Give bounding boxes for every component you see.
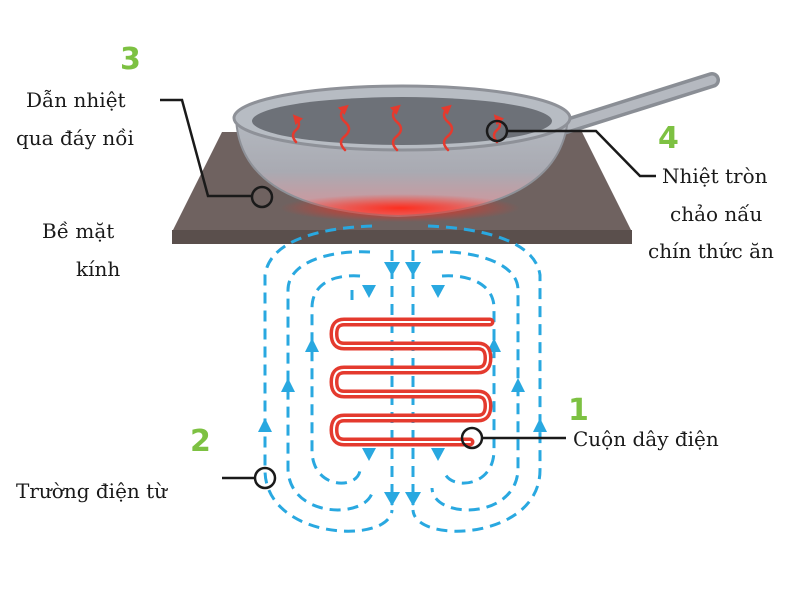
field-arrow xyxy=(405,492,421,506)
label-heat-line1: Nhiệt tròn xyxy=(662,164,768,188)
field-loop xyxy=(263,224,394,533)
label-glass-line2: kính xyxy=(76,257,121,281)
callout-marker-conduction xyxy=(250,185,274,209)
field-arrow xyxy=(281,378,295,392)
label-glass-line1: Bề mặt xyxy=(42,219,115,243)
field-arrow xyxy=(533,418,547,432)
field-arrow xyxy=(258,418,272,432)
field-arrow xyxy=(405,262,421,276)
field-arrow xyxy=(362,448,376,461)
field-loop xyxy=(430,250,520,512)
label-coil: Cuộn dây điện xyxy=(573,427,719,451)
label-field: Trường điện từ xyxy=(16,479,168,503)
field-arrow xyxy=(431,285,445,298)
field-arrow xyxy=(305,338,319,352)
label-heat-line2: chảo nấu xyxy=(670,202,763,226)
field-arrow xyxy=(431,448,445,461)
label-conduction-line2: qua đáy nồi xyxy=(16,126,134,150)
field-loop xyxy=(411,224,542,533)
step-number-3: 3 xyxy=(120,42,141,77)
field-arrows xyxy=(258,262,547,506)
callout-lines xyxy=(160,98,656,480)
heat-wave xyxy=(337,104,351,152)
callout-marker-coil xyxy=(460,426,484,450)
label-heat-line3: chín thức ăn xyxy=(648,239,774,263)
heat-wave xyxy=(389,104,403,152)
heat-wave xyxy=(440,104,454,152)
step-number-4: 4 xyxy=(658,121,679,156)
field-loop xyxy=(441,274,496,485)
field-loop xyxy=(286,250,375,512)
magnetic-field-lines xyxy=(263,224,542,533)
field-arrow xyxy=(511,378,525,392)
field-arrow xyxy=(384,492,400,506)
pan-hot-bottom xyxy=(280,194,520,222)
pan-inner xyxy=(252,97,552,145)
step-number-2: 2 xyxy=(190,424,211,459)
field-arrow xyxy=(362,285,376,298)
field-arrow xyxy=(384,262,400,276)
label-conduction-line1: Dẫn nhiệt xyxy=(26,88,126,112)
step-number-1: 1 xyxy=(568,393,589,428)
callout-line-conduction xyxy=(160,98,252,198)
callout-markers xyxy=(250,119,509,490)
heat-wave xyxy=(291,114,304,144)
field-loop xyxy=(310,274,362,485)
callout-line-heat xyxy=(506,129,656,178)
glass-cooktop-edge xyxy=(172,230,632,244)
callout-marker-field xyxy=(253,466,277,490)
callout-marker-heat xyxy=(485,119,509,143)
